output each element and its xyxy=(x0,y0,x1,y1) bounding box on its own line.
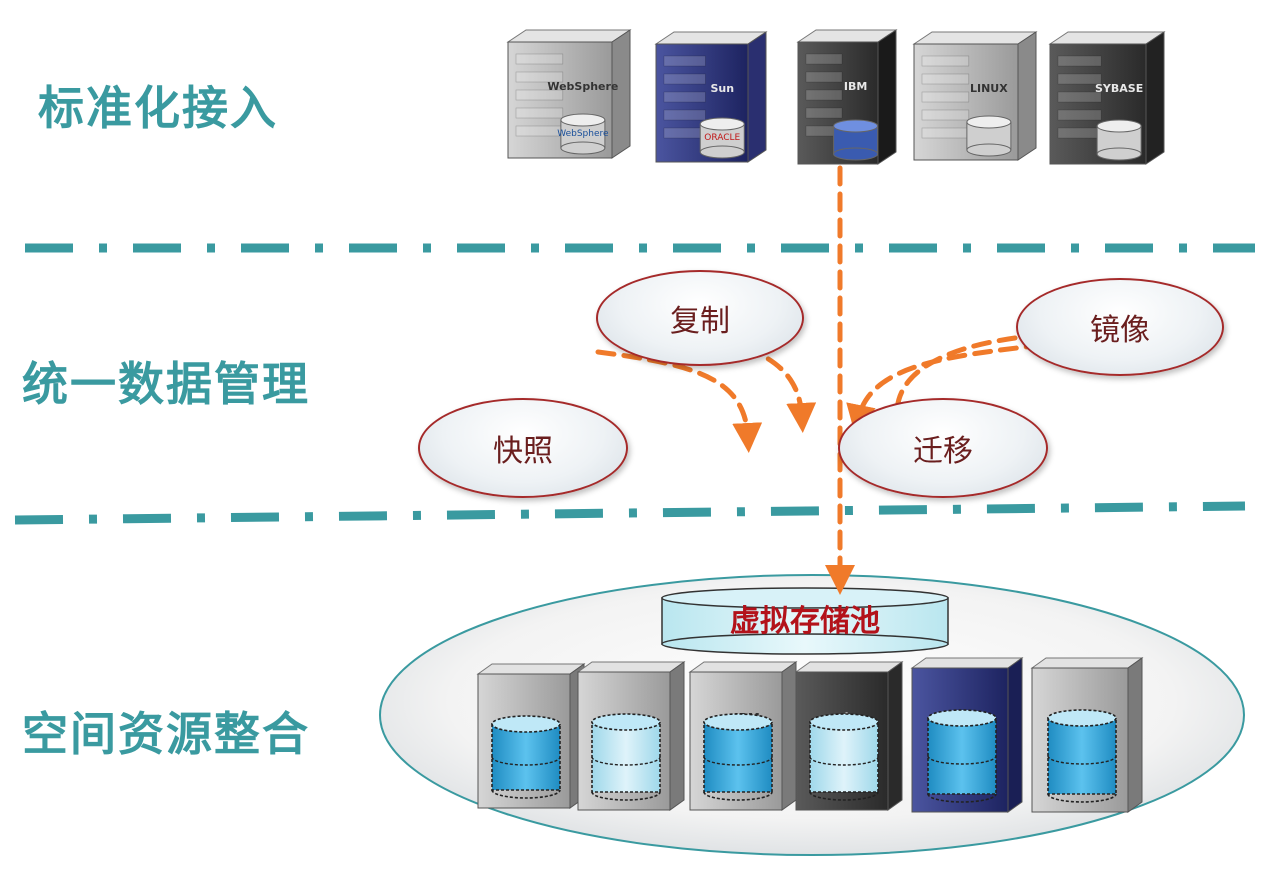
top-server-3: IBM xyxy=(796,29,898,165)
storage-cylinder-4 xyxy=(809,713,879,801)
top-server-5: SYBASE xyxy=(1048,31,1166,165)
bottom-servers-group: IBMhp xyxy=(476,657,1144,813)
bubble-snapshot: 快照 xyxy=(418,398,628,498)
top-server-brand-2: Sun xyxy=(710,82,734,95)
bubble-migrate: 迁移 xyxy=(838,398,1048,498)
top-server-brand-5: SYBASE xyxy=(1095,82,1143,95)
bubble-copy: 复制 xyxy=(596,270,804,366)
tier-label-integration: 空间资源整合 xyxy=(22,707,310,761)
bubble-copy-label: 复制 xyxy=(670,304,730,339)
copy-arrow-left xyxy=(595,349,763,453)
storage-cylinder-6 xyxy=(1047,709,1117,803)
bottom-server-6 xyxy=(1030,657,1144,813)
bubble-mirror: 镜像 xyxy=(1016,278,1224,376)
top-db-icon-5 xyxy=(1096,119,1142,161)
bubble-mirror-label: 镜像 xyxy=(1090,313,1150,348)
storage-cylinder-1 xyxy=(491,715,561,799)
bottom-server-2 xyxy=(576,661,686,811)
top-db-icon-2: ORACLE xyxy=(699,117,745,159)
top-db-label-2: ORACLE xyxy=(704,133,740,143)
bubble-migrate-label: 迁移 xyxy=(913,434,973,469)
tier-label-access: 标准化接入 xyxy=(38,81,278,135)
top-server-brand-1: WebSphere xyxy=(547,80,618,93)
top-server-brand-4: LINUX xyxy=(970,82,1008,95)
storage-cylinder-2 xyxy=(591,713,661,801)
top-db-icon-4 xyxy=(966,115,1012,157)
bubble-snapshot-label: 快照 xyxy=(493,434,553,469)
storage-cylinder-3 xyxy=(703,713,773,801)
flow-arrows xyxy=(595,165,1071,595)
copy-arrow-right xyxy=(717,337,817,433)
bottom-server-1 xyxy=(476,663,586,809)
bottom-server-5 xyxy=(910,657,1024,813)
bottom-server-3: IBM xyxy=(688,661,798,811)
storage-cylinder-5 xyxy=(927,709,997,803)
top-server-brand-3: IBM xyxy=(844,80,867,93)
pool-cylinder xyxy=(661,587,949,655)
divider-bottom xyxy=(14,501,1246,525)
top-db-icon-3 xyxy=(833,119,879,161)
top-db-icon-1: WebSphere xyxy=(557,113,609,155)
pool-label: 虚拟存储池 xyxy=(730,604,880,639)
top-db-label-1: WebSphere xyxy=(557,129,609,139)
bottom-server-4: hp xyxy=(794,661,904,811)
top-server-4: LINUX xyxy=(912,31,1038,161)
tier-label-management: 统一数据管理 xyxy=(22,357,310,411)
